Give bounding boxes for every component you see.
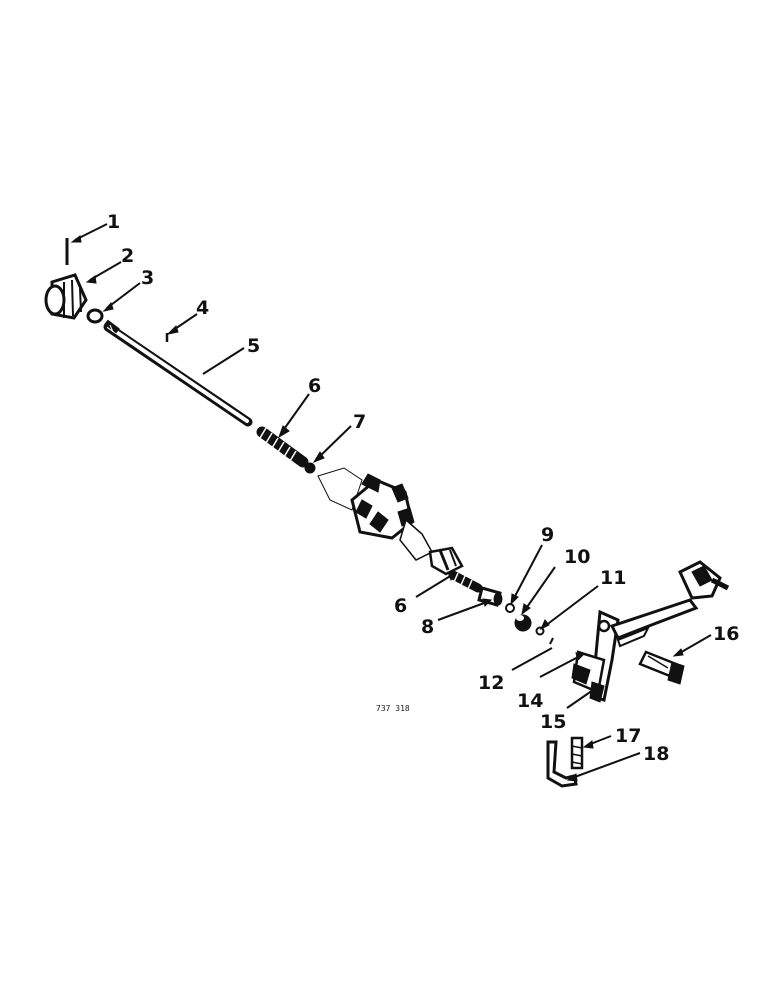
callout-6-lower: 6 [394,595,407,617]
part-10-nut [514,614,532,632]
part-12-cotter [549,637,554,645]
valve-housing [317,467,464,576]
callout-3: 3 [141,267,154,289]
leader-lines [70,223,712,782]
figure-code: 737 318 [376,704,410,713]
callout-7: 7 [353,411,366,433]
callout-5: 5 [247,335,260,357]
part-8-plunger [477,586,503,607]
callout-8: 8 [421,616,434,638]
callout-2: 2 [121,245,134,267]
callout-15: 15 [540,711,566,733]
callout-labels: 1 2 3 4 5 6 7 9 10 11 6 8 12 14 15 16 17… [107,211,739,765]
callout-6-upper: 6 [308,375,321,397]
callout-9: 9 [541,524,554,546]
callout-18: 18 [643,743,669,765]
part-11-ring [535,626,545,636]
part-3-bushing [86,308,104,324]
part-2-knob [44,273,88,320]
callout-12: 12 [478,672,504,694]
callout-16: 16 [713,623,739,645]
callout-1: 1 [107,211,120,233]
part-7-ball [304,462,316,474]
callout-17: 17 [615,725,641,747]
callout-10: 10 [564,546,590,568]
callout-4: 4 [196,297,209,319]
callout-11: 11 [600,567,626,589]
part-16-bolt [638,650,685,685]
callout-14: 14 [517,690,543,712]
part-6-spring-upper [256,426,309,468]
part-17-screw [570,736,584,770]
part-5-rod [103,319,253,427]
lever-bracket-assembly [571,560,730,703]
part-9-washer [505,603,515,613]
part-6-spring-lower [448,570,483,593]
